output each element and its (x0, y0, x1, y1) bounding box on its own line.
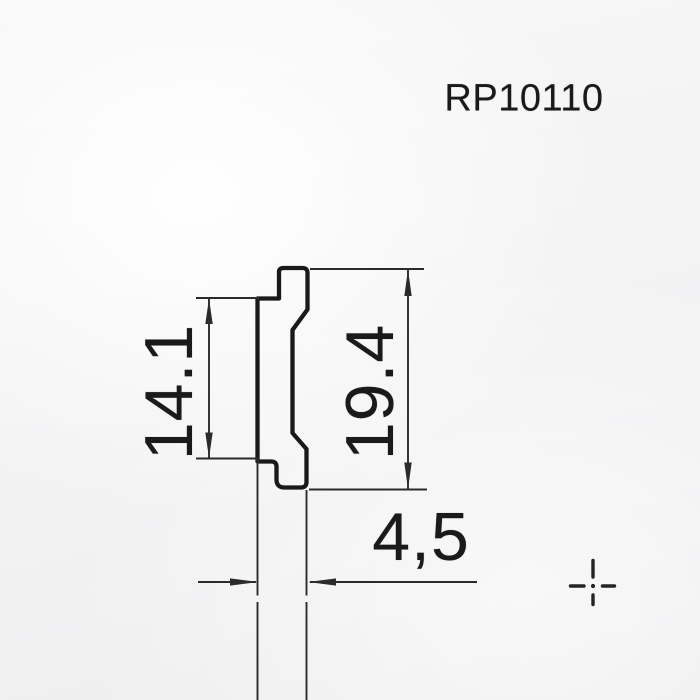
dimension-label-4-5: 4,5 (372, 499, 470, 575)
dimension-4-5 (198, 459, 477, 700)
dimension-14-1 (196, 297, 259, 460)
dimension-label-14-1: 14.1 (131, 323, 207, 461)
part-number: RP10110 (444, 77, 604, 120)
profile-outline (255, 265, 310, 490)
dimension-label-19-4: 19.4 (332, 323, 408, 461)
center-mark-icon (568, 558, 617, 607)
dimension-19-4 (309, 268, 427, 491)
